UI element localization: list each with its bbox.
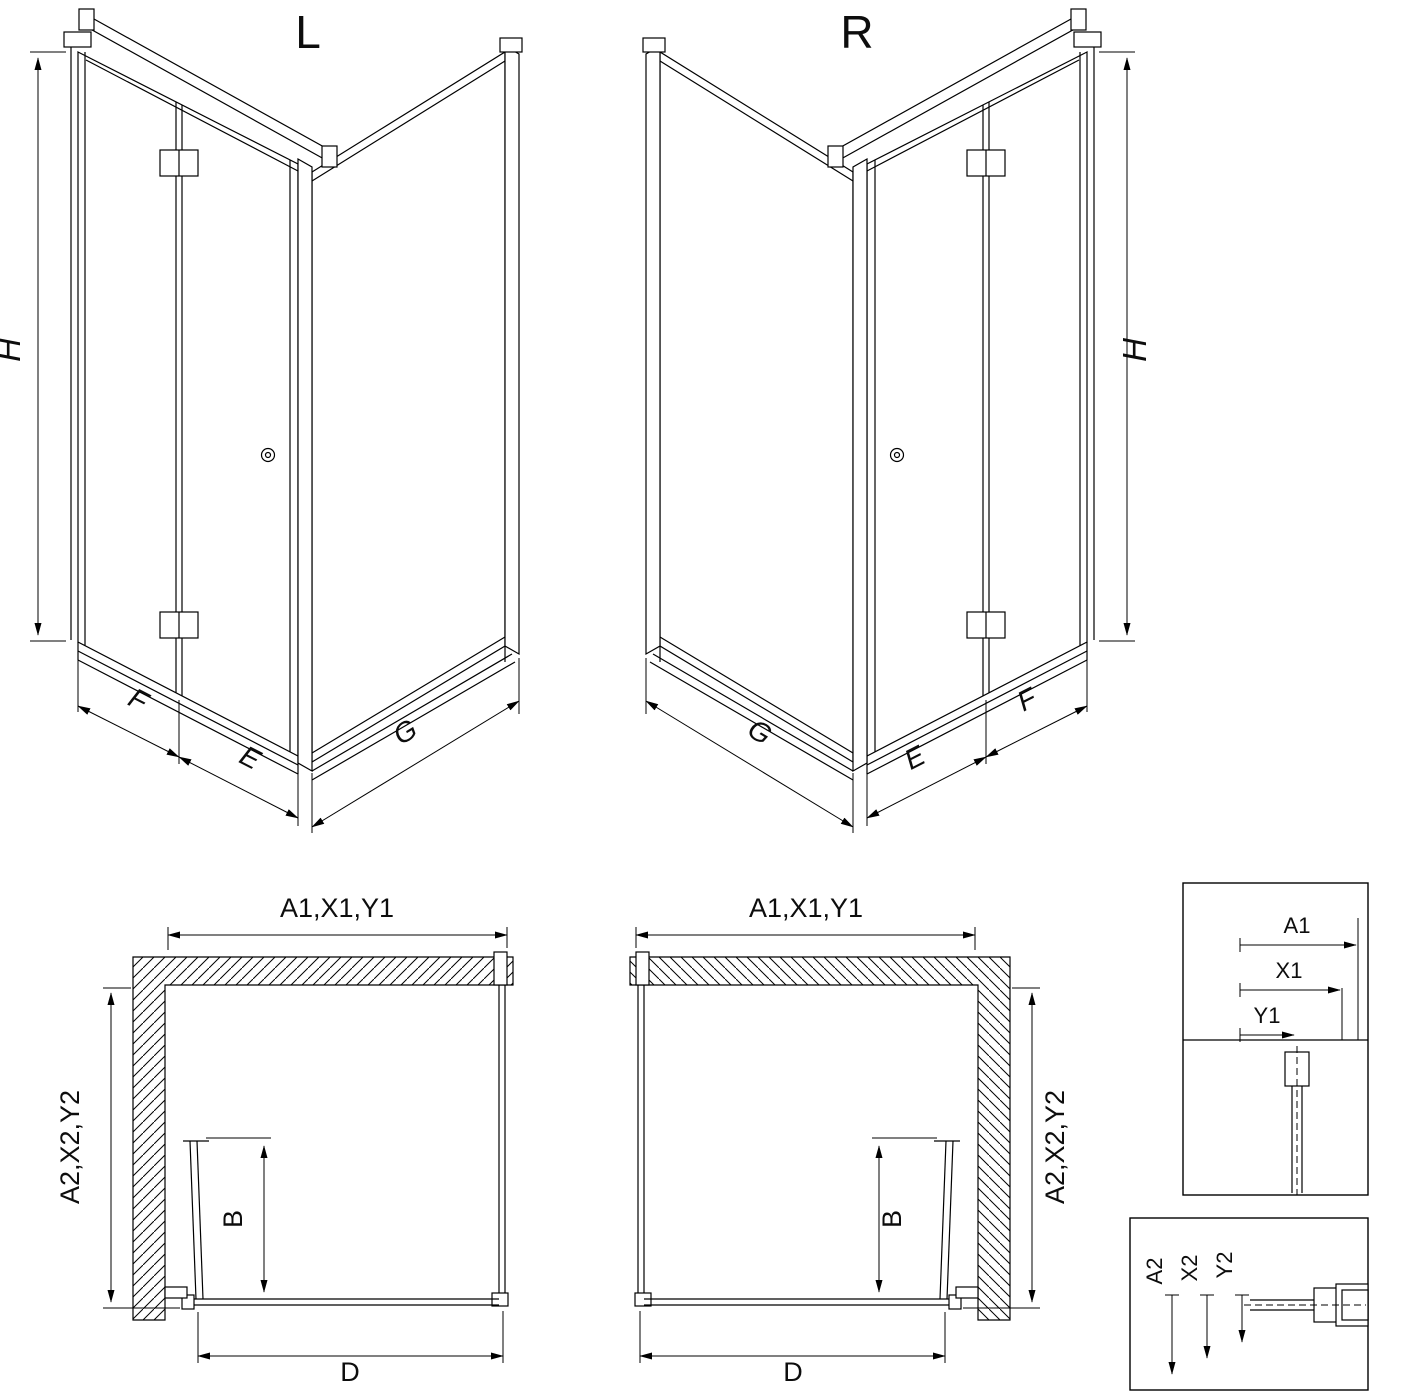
dim-label-f-left: F — [124, 682, 155, 718]
detail-vertical-section: A2 X2 Y2 — [1129, 1217, 1369, 1391]
detail-label-y1: Y1 — [1254, 1003, 1281, 1028]
dim-label-d-left: D — [340, 1357, 360, 1387]
dim-label-width-right: A1,X1,Y1 — [749, 893, 863, 923]
dim-label-width-left: A1,X1,Y1 — [280, 893, 394, 923]
dim-label-d-right: D — [783, 1357, 803, 1387]
detail-label-y2: Y2 — [1212, 1252, 1237, 1279]
iso-view-left: L H F E G — [0, 6, 522, 833]
variant-label-left: L — [295, 6, 321, 58]
detail-label-x1: X1 — [1276, 958, 1303, 983]
plan-view-left: A1,X1,Y1 A2,X2,Y2 B D — [55, 893, 513, 1387]
detail-horizontal-section: A1 X1 Y1 — [1182, 882, 1369, 1196]
dim-label-h-left: H — [0, 338, 27, 362]
dim-label-f-right: F — [1012, 681, 1043, 717]
dim-label-h-right: H — [1116, 338, 1153, 362]
plan-view-right: A1,X1,Y1 A2,X2,Y2 B D — [630, 893, 1070, 1387]
variant-label-right: R — [840, 6, 873, 58]
detail-label-a2: A2 — [1142, 1258, 1167, 1285]
dim-label-depth-left: A2,X2,Y2 — [55, 1090, 85, 1204]
dim-label-b-right: B — [877, 1210, 907, 1228]
dim-label-e-right: E — [899, 739, 930, 775]
detail-label-x2: X2 — [1177, 1255, 1202, 1282]
iso-view-right: R H F E G — [643, 6, 1153, 833]
dim-label-b-left: B — [218, 1210, 248, 1228]
dim-label-e-left: E — [235, 739, 266, 775]
dim-label-depth-right: A2,X2,Y2 — [1040, 1090, 1070, 1204]
detail-label-a1: A1 — [1284, 913, 1311, 938]
